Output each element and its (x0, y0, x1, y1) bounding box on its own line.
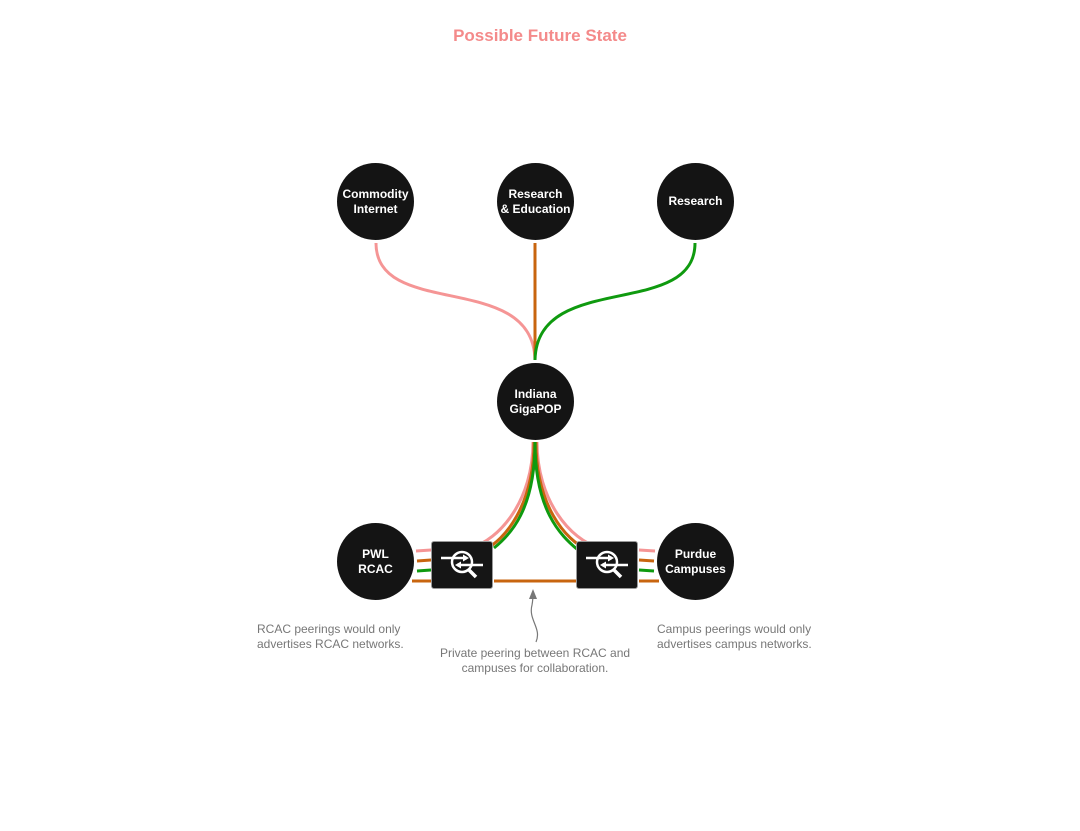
note-private-peering: Private peering between RCAC and campuse… (439, 646, 631, 675)
link-gigapop-right-commodity (535, 441, 601, 550)
node-purdue-campuses: Purdue Campuses (657, 523, 734, 600)
node-research: Research (657, 163, 734, 240)
link-research-to-gigapop (533, 242, 697, 361)
node-commodity-internet: Commodity Internet (337, 163, 414, 240)
node-research-education: Research & Education (497, 163, 574, 240)
link-gigapop-right-research (533, 441, 579, 552)
node-pwl-rcac: PWL RCAC (337, 523, 414, 600)
node-indiana-gigapop: Indiana GigaPOP (497, 363, 574, 440)
note-rcac-peerings: RCAC peerings would only advertises RCAC… (257, 622, 404, 651)
stub-campus-commodity (638, 548, 656, 553)
stub-campus-research (638, 568, 655, 573)
annotation-arrowhead (529, 589, 537, 599)
diagram-title: Possible Future State (453, 26, 627, 45)
router-inspect-icon (586, 550, 628, 579)
router-campus (576, 541, 638, 589)
link-gigapop-left-research (493, 441, 537, 550)
link-commodity-to-gigapop (374, 242, 537, 361)
stub-rcac-research (416, 568, 432, 573)
link-gigapop-left-commodity (469, 441, 535, 550)
stub-campus-re (638, 558, 655, 563)
stub-rcac-re (416, 558, 432, 563)
note-campus-peerings: Campus peerings would only advertises ca… (657, 622, 812, 651)
router-inspect-icon (441, 550, 483, 579)
annotation-arrow (530, 591, 538, 643)
stub-rcac-commodity (415, 548, 432, 553)
router-rcac (431, 541, 493, 589)
